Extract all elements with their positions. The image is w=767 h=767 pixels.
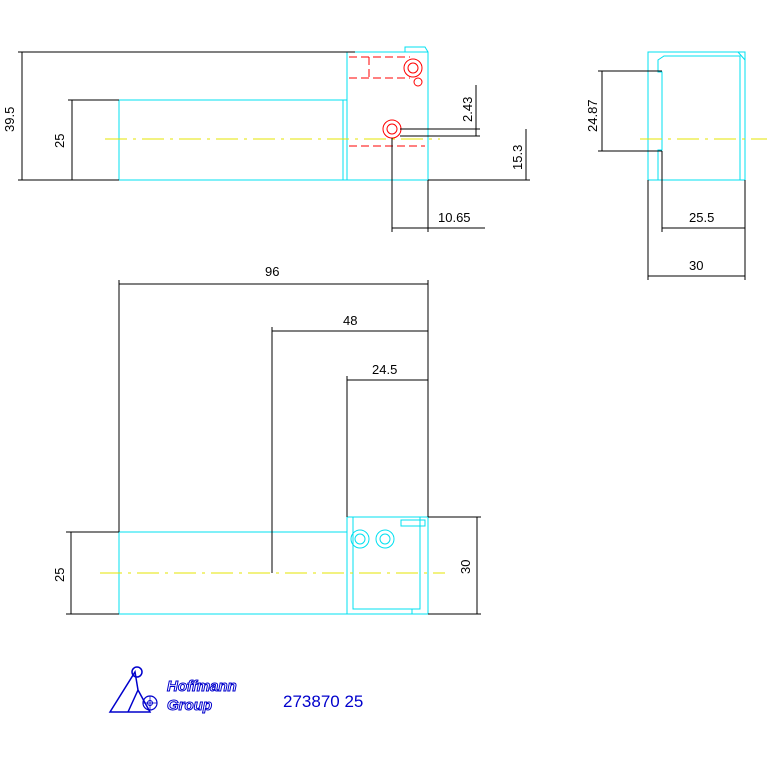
hoffmann-logo: Hoffmann Group xyxy=(108,666,237,715)
dim-side-width: 30 xyxy=(689,258,703,273)
dim-front-hole-height: 15.3 xyxy=(510,145,525,170)
dim-side-height: 24.87 xyxy=(585,99,600,132)
dim-front-hole-x: 10.65 xyxy=(438,210,471,225)
front-view: 39.5 25 2.43 15.3 10.65 xyxy=(2,46,530,232)
side-outline xyxy=(647,51,746,181)
dim-top-length: 96 xyxy=(265,264,279,279)
dim-top-half-length: 48 xyxy=(343,313,357,328)
dim-front-height-total: 39.5 xyxy=(2,107,17,132)
logo-line2: Group xyxy=(167,697,212,714)
dim-front-height-body: 25 xyxy=(52,134,67,148)
dim-top-head-width: 30 xyxy=(458,560,473,574)
title-block: Hoffmann Group 273870 25 xyxy=(108,666,363,715)
dim-front-hole-offset: 2.43 xyxy=(460,97,475,122)
front-hidden-features xyxy=(349,56,425,147)
dim-top-head-length: 24.5 xyxy=(372,362,397,377)
dim-top-body-width: 25 xyxy=(52,568,67,582)
logo-line1: Hoffmann xyxy=(167,678,237,695)
part-number: 273870 25 xyxy=(283,692,363,711)
dim-side-inner-width: 25.5 xyxy=(689,210,714,225)
side-view: 24.87 25.5 30 xyxy=(585,51,767,280)
top-head-outline xyxy=(346,516,429,615)
top-view: 96 48 24.5 25 30 xyxy=(52,264,481,615)
front-body-outline xyxy=(118,99,348,181)
top-bolt-holes xyxy=(350,529,395,549)
front-head-outline xyxy=(346,51,429,181)
